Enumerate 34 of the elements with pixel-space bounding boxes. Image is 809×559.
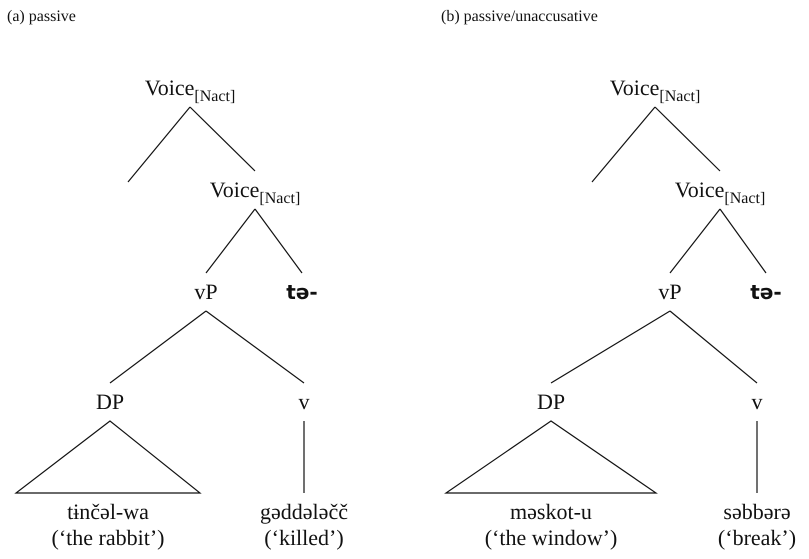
tree-node-label: v: [750, 383, 764, 421]
tree-branch: [190, 106, 256, 172]
tree-node-label: v: [296, 383, 312, 421]
leaf-word: gəddələčč (‘killed’): [258, 493, 350, 557]
tree-branch: [206, 208, 256, 274]
triangle-roof: [14, 420, 202, 494]
tree-branch: [654, 106, 720, 172]
panel-heading: (a) passive: [7, 8, 76, 26]
leaf-word: tɨnčəl-wa (‘the rabbit’): [50, 493, 166, 557]
leaf-word: səbbərə (‘break’): [716, 493, 798, 557]
tree-branch: [720, 208, 766, 274]
tree-node-label: tə-: [284, 273, 320, 311]
tree-node-label: DP: [94, 383, 126, 421]
tree-node-label: Voice$_{[Nact]}$: [608, 69, 702, 107]
tree-branch: [110, 310, 206, 384]
tree-branch: [550, 310, 670, 384]
tree-node-label: tə-: [748, 273, 784, 311]
tree-node-label: Voice$_{[Nact]}$: [208, 171, 302, 209]
tree-branch: [206, 310, 304, 384]
tree-branch: [756, 421, 758, 493]
tree-branch: [592, 106, 656, 182]
panel-heading: (b) passive/unaccusative: [441, 8, 598, 26]
tree-branch: [670, 310, 758, 384]
tree-branch: [254, 208, 302, 274]
leaf-word: məskot-u (‘the window’): [482, 493, 620, 557]
tree-node-label: Voice$_{[Nact]}$: [142, 69, 238, 107]
tree-node-label: vP: [656, 273, 684, 311]
tree-branch: [128, 106, 190, 182]
tree-branch: [670, 208, 720, 274]
tree-node-label: DP: [534, 383, 568, 421]
tree-branch: [303, 421, 305, 493]
triangle-roof: [444, 420, 658, 494]
tree-node-label: vP: [192, 273, 220, 311]
tree-node-label: Voice$_{[Nact]}$: [672, 171, 768, 209]
